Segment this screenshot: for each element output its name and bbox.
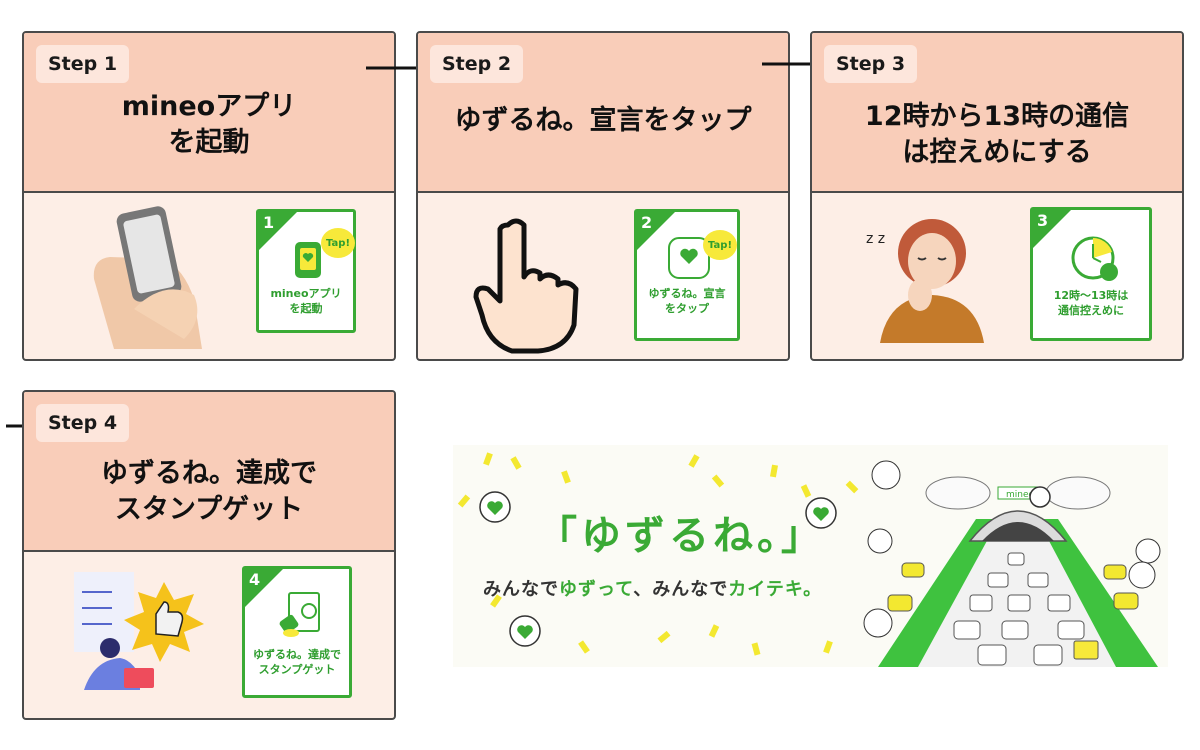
step-icon-label: 12時～13時は 通信控えめに	[1053, 289, 1129, 317]
step-icon-card: 1 Tap! mineoアプリ を起動	[256, 209, 356, 333]
step-icon-number: 4	[249, 570, 261, 589]
step-card-header: Step 3 12時から13時の通信 は控えめにする	[812, 33, 1182, 193]
step-icon-card: 2 Tap! ゆずるね。宣言 をタップ	[634, 209, 740, 341]
yuzurune-banner: 「ゆずるね。」 みんなでゆずって、みんなでカイテキ。 mineo	[453, 445, 1168, 667]
step-icon-card: 4 ゆずるね。達成で スタンプゲット	[242, 566, 352, 698]
step-badge: Step 3	[824, 45, 918, 83]
step-title: mineoアプリ を起動	[121, 91, 297, 158]
step-title: 12時から13時の通信 は控えめにする	[864, 101, 1130, 168]
thumbs-up-achievement-illustration	[74, 572, 204, 690]
step-card-body: 4 ゆずるね。達成で スタンプゲット	[24, 552, 394, 718]
step-icon-label: mineoアプリ を起動	[270, 287, 342, 315]
step-title: ゆずるね。達成で スタンプゲット	[101, 458, 317, 525]
tap-bubble: Tap!	[321, 228, 355, 258]
step-card-header: Step 2 ゆずるね。宣言をタップ	[418, 33, 788, 193]
step-card-4: Step 4 ゆずるね。達成で スタンプゲット 4 ゆずるね。達成で スタンプゲ…	[22, 390, 396, 720]
sleepy-woman-illustration: z z	[866, 219, 984, 343]
tunnel-traffic-illustration: mineo	[863, 460, 1161, 667]
pointing-hand-icon	[473, 218, 579, 354]
step-badge: Step 2	[430, 45, 524, 83]
mineo-app-phone-icon	[295, 242, 321, 278]
tap-bubble: Tap!	[703, 230, 737, 260]
step-icon-number: 1	[263, 213, 275, 232]
step-card-body: 1 Tap! mineoアプリ を起動	[24, 193, 394, 359]
svg-text:z z: z z	[866, 231, 885, 247]
heart-bubble-icon	[479, 491, 837, 647]
yuzurune-heart-icon	[668, 237, 710, 279]
step-card-body: z z 3 12時～13時は 通信控えめに	[812, 193, 1182, 359]
step-card-header: Step 1 mineoアプリ を起動	[24, 33, 394, 193]
step-card-3: Step 3 12時から13時の通信 は控えめにする z z 3 12時～13時…	[810, 31, 1184, 361]
step-icon-number: 3	[1037, 211, 1049, 230]
step-card-body: 2 Tap! ゆずるね。宣言 をタップ	[418, 193, 788, 359]
step-icon-number: 2	[641, 213, 653, 232]
step-card-2: Step 2 ゆずるね。宣言をタップ 2 Tap! ゆずるね。宣言 をタップ	[416, 31, 790, 361]
step-icon-label: ゆずるね。達成で スタンプゲット	[253, 648, 341, 676]
banner-title: 「ゆずるね。」	[537, 513, 825, 559]
stamp-icon	[279, 592, 320, 637]
step-card-header: Step 4 ゆずるね。達成で スタンプゲット	[24, 392, 394, 552]
step-card-1: Step 1 mineoアプリ を起動 1 Tap! mineoアプリ を起動	[22, 31, 396, 361]
clock-icon	[1071, 236, 1118, 281]
step-icon-label: ゆずるね。宣言 をタップ	[648, 287, 726, 315]
step-icon-card: 3 12時～13時は 通信控えめに	[1030, 207, 1152, 341]
step-badge: Step 4	[36, 404, 130, 442]
tunnel-sign: mineo	[1006, 490, 1035, 500]
banner-subtitle: みんなでゆずって、みんなでカイテキ。	[483, 579, 823, 600]
step-badge: Step 1	[36, 45, 130, 83]
hand-holding-phone-illustration	[93, 206, 202, 349]
step-title: ゆずるね。宣言をタップ	[454, 105, 752, 136]
confetti-decoration	[457, 452, 859, 656]
